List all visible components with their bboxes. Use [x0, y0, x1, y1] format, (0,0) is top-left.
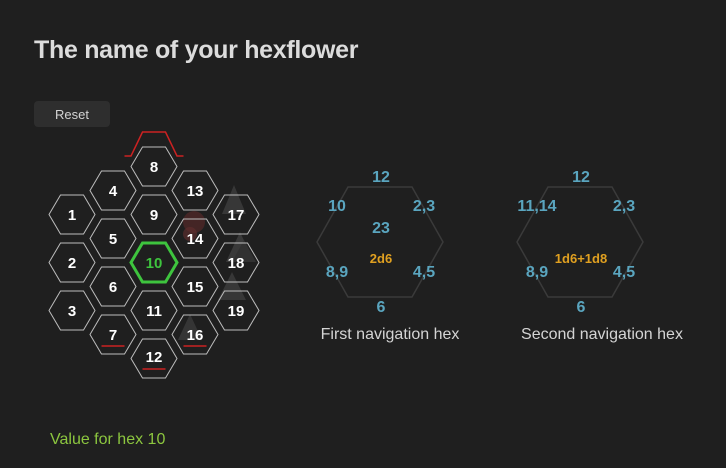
- hex-1[interactable]: 1: [48, 194, 96, 235]
- hex-5[interactable]: 5: [89, 218, 137, 259]
- hex-8[interactable]: 8: [130, 146, 178, 187]
- hex-label: 17: [228, 207, 245, 224]
- hex-value-text: Value for hex 10: [50, 431, 166, 448]
- hex-label: 5: [109, 231, 117, 248]
- nav-direction-top: 12: [372, 169, 390, 186]
- page-title: The name of your hexflower: [34, 36, 359, 64]
- hex-label: 15: [187, 279, 204, 296]
- hex-label: 4: [109, 183, 118, 200]
- hex-3[interactable]: 3: [48, 290, 96, 331]
- reset-button[interactable]: Reset: [34, 101, 110, 127]
- nav-direction-top: 12: [572, 169, 590, 186]
- nav-dice: 1d6+1d8: [555, 251, 607, 266]
- hex-14[interactable]: 14: [171, 218, 219, 259]
- terrain-decoration: [178, 185, 256, 340]
- hex-10[interactable]: 10: [129, 241, 179, 284]
- nav-center-value: 23: [372, 220, 390, 237]
- hex-label: 19: [228, 303, 245, 320]
- hex-label: 3: [68, 303, 76, 320]
- hex-label-active: 10: [146, 255, 163, 272]
- hex-4[interactable]: 4: [89, 170, 137, 211]
- hex-label: 2: [68, 255, 76, 272]
- hex-15[interactable]: 15: [171, 266, 219, 307]
- nav-direction-bottom: 6: [377, 299, 386, 316]
- hex-label: 6: [109, 279, 117, 296]
- nav-caption: Second navigation hex: [521, 326, 683, 343]
- hex-label: 8: [150, 159, 158, 176]
- hex-label: 7: [109, 327, 117, 344]
- hex-16[interactable]: 16: [171, 314, 219, 355]
- hex-label: 11: [146, 303, 162, 320]
- hex-13[interactable]: 13: [171, 170, 219, 211]
- nav-direction-bottom-right: 4,5: [413, 264, 435, 281]
- nav-direction-top-left: 10: [328, 198, 346, 215]
- hex-label: 14: [187, 231, 204, 248]
- edge-highlights: [101, 131, 207, 370]
- hex-19[interactable]: 19: [212, 290, 260, 331]
- hex-label: 1: [68, 207, 76, 224]
- hex-label: 13: [187, 183, 204, 200]
- nav-direction-bottom-left: 8,9: [326, 264, 348, 281]
- nav-dice: 2d6: [370, 251, 392, 266]
- second-navigation-hex: 12 11,14 2,3 1d6+1d8 8,9 4,5 6 Second na…: [516, 169, 683, 343]
- nav-direction-bottom: 6: [577, 299, 586, 316]
- hex-6[interactable]: 6: [89, 266, 137, 307]
- nav-caption: First navigation hex: [321, 326, 460, 343]
- hex-label: 12: [146, 349, 163, 366]
- hexflower: 1 2 3 4 5 6 7 8: [48, 131, 260, 379]
- hex-label: 16: [187, 327, 204, 344]
- hex-18[interactable]: 18: [212, 242, 260, 283]
- hex-11[interactable]: 11: [130, 290, 178, 331]
- hex-label: 9: [150, 207, 158, 224]
- hex-17[interactable]: 17: [212, 194, 260, 235]
- nav-direction-top-left: 11,14: [517, 198, 556, 215]
- hex-7[interactable]: 7: [89, 314, 137, 355]
- nav-direction-top-right: 2,3: [413, 198, 435, 215]
- hex-label: 18: [228, 255, 245, 272]
- first-navigation-hex: 12 10 2,3 23 2d6 8,9 4,5 6 First navigat…: [316, 169, 460, 343]
- nav-direction-top-right: 2,3: [613, 198, 635, 215]
- nav-direction-bottom-left: 8,9: [526, 264, 548, 281]
- hex-9[interactable]: 9: [130, 194, 178, 235]
- hex-12[interactable]: 12: [130, 338, 178, 379]
- hex-2[interactable]: 2: [48, 242, 96, 283]
- nav-direction-bottom-right: 4,5: [613, 264, 635, 281]
